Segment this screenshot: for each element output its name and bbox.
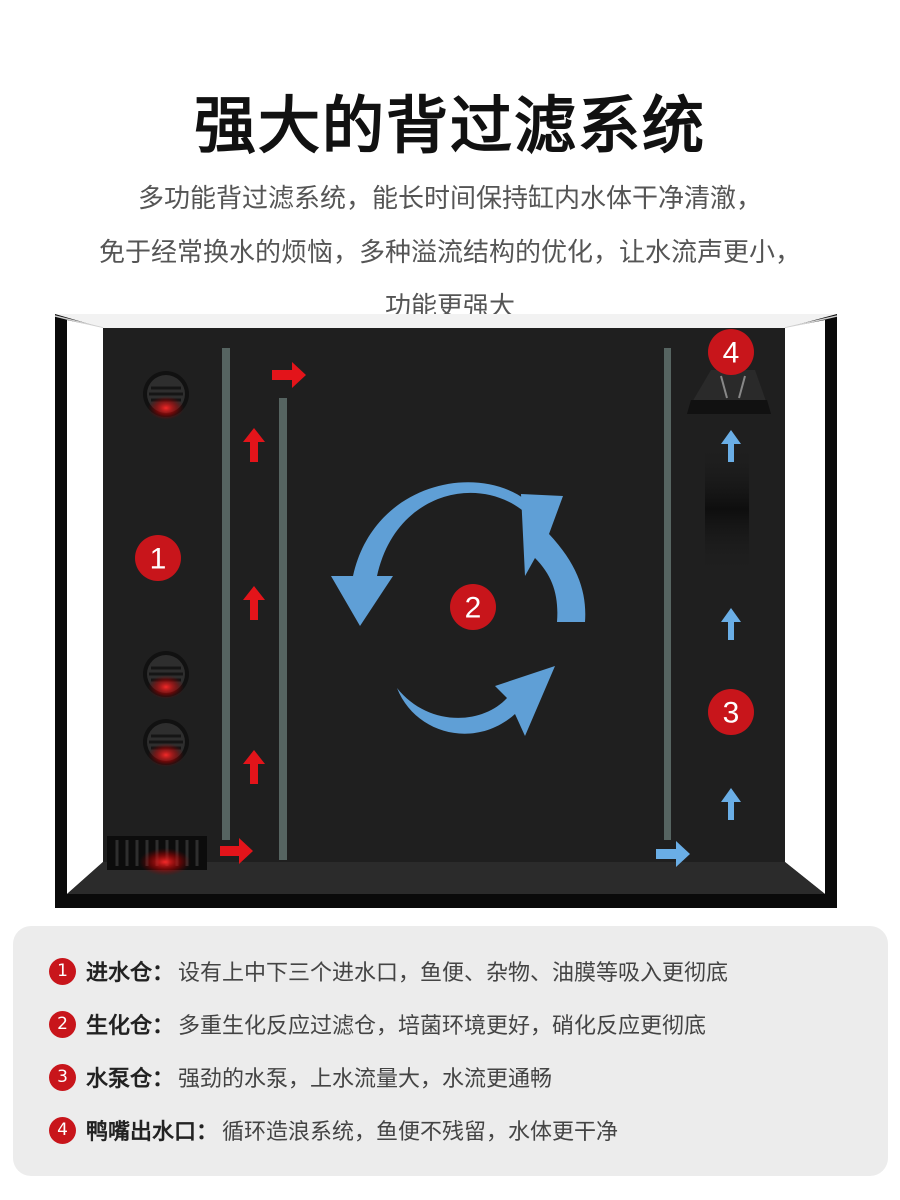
divider-intake-front [222, 348, 230, 840]
intake-vent-lower [143, 719, 189, 767]
legend-item-bio: 2 生化仓 ： 多重生化反应过滤仓，培菌环境更好，硝化反应更彻底 [49, 1009, 706, 1039]
legend-name-2: 生化仓 [86, 1014, 153, 1039]
duck-bill-outlet [687, 370, 771, 414]
legend-badge-4: 4 [49, 1116, 76, 1144]
glass-left [67, 320, 103, 894]
circulation-arrow-upper-right [521, 494, 586, 622]
aquarium-illustration: 1 2 3 4 [55, 314, 837, 908]
red-arrow-right-top [272, 362, 306, 388]
legend-name-3: 水泵仓 [86, 1067, 153, 1092]
legend-name-4: 鸭嘴出水口 [86, 1120, 197, 1145]
legend-item-pump: 3 水泵仓 ： 强劲的水泵，上水流量大，水流更通畅 [49, 1062, 552, 1092]
legend-item-intake: 1 进水仓 ： 设有上中下三个进水口，鱼便、杂物、油膜等吸入更彻底 [49, 956, 728, 986]
legend-name-1: 进水仓 [86, 961, 153, 986]
marker-4: 4 [708, 329, 754, 375]
legend-colon-2: ： [152, 1014, 175, 1039]
intake-vent-middle [143, 651, 189, 699]
legend-desc-4: 循环造浪系统，鱼便不残留，水体更干净 [222, 1120, 619, 1145]
intake-vent-top [143, 371, 189, 420]
marker-3: 3 [708, 689, 754, 735]
legend-desc-1: 设有上中下三个进水口，鱼便、杂物、油膜等吸入更彻底 [178, 961, 729, 986]
red-arrow-right-bottom [220, 838, 253, 864]
tank-floor [67, 862, 825, 894]
red-arrow-up-3 [243, 750, 265, 784]
marker-2-label: 2 [465, 592, 482, 625]
legend-colon-3: ： [152, 1067, 175, 1092]
subtitle-line-1: 多功能背过滤系统，能长时间保持缸内水体干净清澈， [137, 184, 762, 214]
blue-arrow-up-1 [721, 430, 741, 462]
legend-desc-3: 强劲的水泵，上水流量大，水流更通畅 [178, 1067, 553, 1092]
marker-3-label: 3 [723, 697, 740, 730]
blue-arrow-up-3 [721, 788, 741, 820]
red-arrow-up-1 [243, 428, 265, 462]
marker-2: 2 [450, 584, 496, 630]
marker-1-label: 1 [150, 543, 167, 576]
divider-pump [664, 348, 671, 840]
circulation-arrow-upper-left [331, 482, 526, 626]
tank-back-panel [103, 328, 785, 868]
legend-badge-3: 3 [49, 1063, 76, 1091]
circulation-arrows [331, 482, 586, 736]
glass-right [785, 320, 825, 894]
marker-4-label: 4 [723, 337, 740, 370]
marker-1: 1 [135, 535, 181, 581]
page-title: 强大的背过滤系统 [193, 89, 706, 162]
intake-vent-bottom [107, 836, 207, 876]
legend-item-outlet: 4 鸭嘴出水口 ： 循环造浪系统，鱼便不残留，水体更干净 [49, 1115, 618, 1145]
legend-desc-2: 多重生化反应过滤仓，培菌环境更好，硝化反应更彻底 [178, 1014, 707, 1039]
circulation-arrow-lower [397, 666, 555, 736]
legend-panel: 1 进水仓 ： 设有上中下三个进水口，鱼便、杂物、油膜等吸入更彻底 2 生化仓 … [13, 926, 888, 1176]
subtitle-line-2: 免于经常换水的烦恼，多种溢流结构的优化，让水流声更小， [98, 238, 801, 268]
pump-flow-arrows [656, 430, 741, 867]
intake-flow-arrows [220, 362, 306, 864]
divider-intake-back [279, 398, 287, 860]
legend-badge-2: 2 [49, 1010, 76, 1038]
pump-body [705, 444, 749, 574]
page-subtitle: 多功能背过滤系统，能长时间保持缸内水体干净清澈， 免于经常换水的烦恼，多种溢流结… [30, 172, 870, 334]
blue-arrow-right-bottom [656, 841, 690, 867]
legend-colon-4: ： [196, 1120, 219, 1145]
blue-arrow-up-2 [721, 608, 741, 640]
legend-badge-1: 1 [49, 957, 76, 985]
red-arrow-up-2 [243, 586, 265, 620]
glass-rim-top [55, 314, 837, 328]
filter-diagram: 1 2 3 4 [55, 314, 837, 908]
legend-colon-1: ： [152, 961, 175, 986]
